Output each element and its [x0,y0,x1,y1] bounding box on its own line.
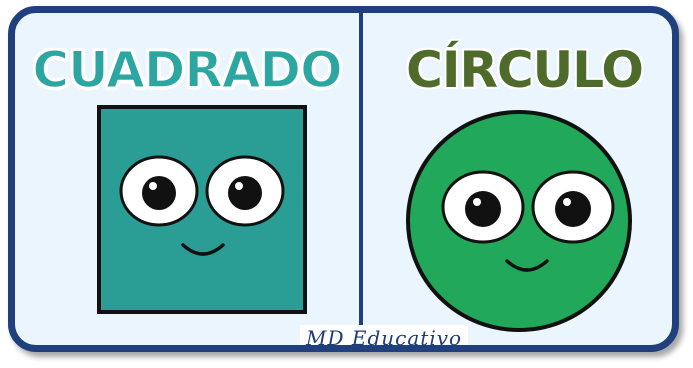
circle-title: CÍRCULO [406,41,644,99]
circle-smile [505,259,549,272]
square-right-eye [205,155,285,227]
square-title: CUADRADO [32,40,344,100]
square-character [97,105,307,314]
circle-left-eye [441,170,525,244]
flashcard: CUADRADO CÍRCULO MD Educativo [8,6,679,352]
panel-divider [359,13,363,345]
brand-watermark: MD Educativo [300,325,469,345]
circle-character [406,110,632,332]
square-smile [181,243,225,256]
square-left-eye [119,155,199,227]
circle-right-eye [531,170,615,244]
